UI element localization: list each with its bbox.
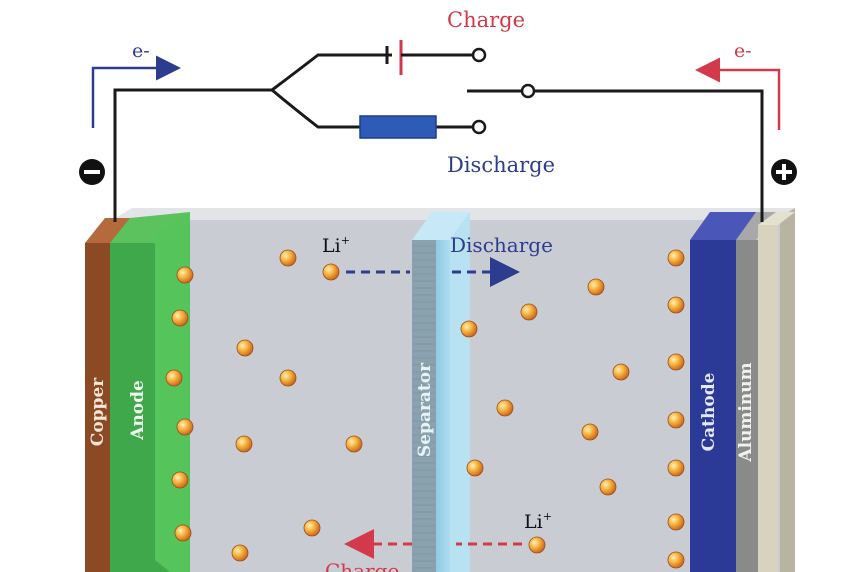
ion-flow-top-label: Discharge	[450, 233, 553, 257]
discharge-contact[interactable]	[471, 119, 487, 135]
lithium-ion	[496, 399, 514, 417]
lithium-ion	[667, 513, 685, 531]
lithium-ion	[520, 303, 538, 321]
ion-label-bottom: Li+	[524, 510, 552, 533]
left-wire	[113, 88, 272, 222]
ion-label-top: Li+	[322, 234, 350, 257]
electron-flow-right: e-	[695, 40, 781, 130]
electron-label-left: e-	[132, 40, 150, 62]
lithium-ions	[165, 249, 685, 569]
ion-flow-bottom: Li+ Charge	[325, 510, 552, 572]
negative-terminal-icon	[79, 159, 105, 185]
lithium-ion	[466, 459, 484, 477]
lithium-ion	[587, 278, 605, 296]
lithium-ion	[176, 266, 194, 284]
lithium-ion	[667, 353, 685, 371]
right-wire	[534, 89, 764, 222]
anode-label: Anode	[128, 380, 148, 441]
copper-label: Copper	[88, 377, 108, 446]
lithium-ion	[171, 471, 189, 489]
lithium-ion	[236, 339, 254, 357]
lithium-ion	[460, 320, 478, 338]
positive-terminal-icon	[771, 159, 797, 185]
anode-layer: Anode	[110, 212, 190, 572]
lithium-ion	[174, 524, 192, 542]
cathode-layer: Cathode	[690, 212, 760, 572]
circuit	[113, 40, 764, 222]
discharge-label: Discharge	[447, 153, 555, 177]
electron-label-right: e-	[734, 40, 752, 62]
electron-arrow-left	[91, 55, 181, 128]
lithium-ion	[667, 249, 685, 267]
lithium-ion	[322, 263, 340, 281]
lithium-ion	[667, 411, 685, 429]
separator-texture	[413, 245, 435, 569]
load-resistor	[359, 115, 437, 139]
fork-upper	[271, 53, 392, 92]
lithium-ion	[667, 296, 685, 314]
lithium-ion	[612, 363, 630, 381]
lithium-ion	[279, 369, 297, 387]
lithium-ion	[345, 435, 363, 453]
aluminum-layer: Aluminum	[736, 212, 795, 572]
electron-flow-left: e-	[91, 40, 181, 128]
charge-contact[interactable]	[471, 47, 487, 63]
electron-arrow-right	[695, 57, 781, 130]
lithium-ion	[667, 459, 685, 477]
lithium-ion	[303, 519, 321, 537]
ion-flow-top: Li+ Discharge	[322, 233, 553, 287]
separator-layer: Separator	[412, 212, 470, 572]
aluminum-label: Aluminum	[736, 362, 756, 462]
electrolyte-region	[180, 220, 780, 572]
lithium-ion	[231, 544, 249, 562]
lithium-ion	[171, 309, 189, 327]
ion-flow-bottom-label: Charge	[325, 559, 399, 572]
separator-label: Separator	[415, 362, 435, 457]
lithium-ion	[235, 435, 253, 453]
lithium-ion	[667, 551, 685, 569]
charge-label: Charge	[447, 8, 525, 32]
lithium-ion	[581, 423, 599, 441]
lithium-ion	[165, 369, 183, 387]
cathode-label: Cathode	[699, 372, 719, 451]
lithium-ion	[599, 478, 617, 496]
fork-lower	[271, 88, 360, 129]
cell-body	[112, 208, 795, 572]
lithium-ion	[279, 249, 297, 267]
lithium-ion	[176, 418, 194, 436]
switch-pivot[interactable]	[520, 83, 536, 99]
lithium-ion	[528, 536, 546, 554]
